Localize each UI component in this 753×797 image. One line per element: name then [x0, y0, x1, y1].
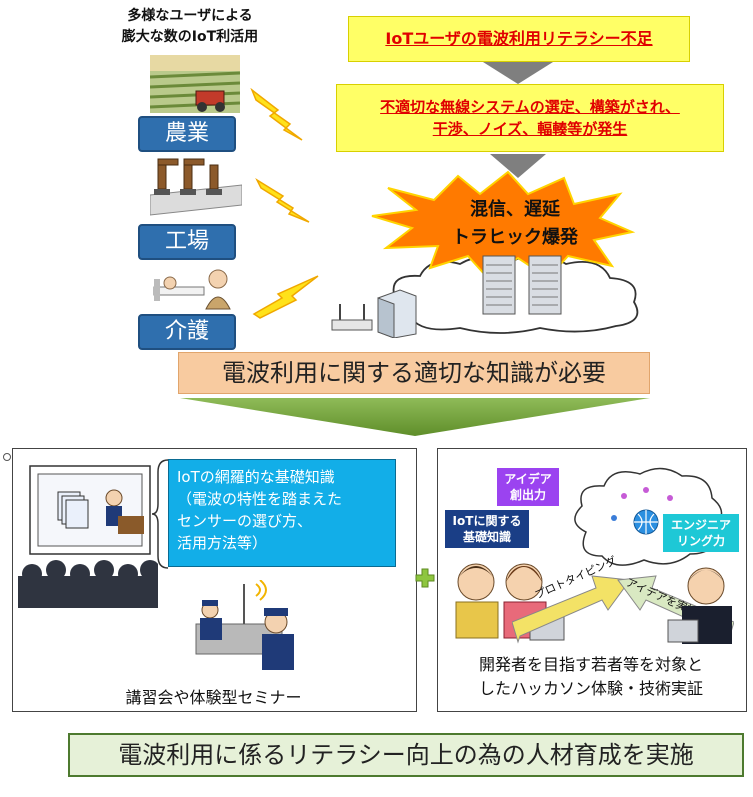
sector-agriculture-label: 農業 — [138, 116, 236, 152]
users-heading: 多様なユーザによる 膨大な数のIoT利活用 — [121, 8, 259, 45]
server-rack-icon — [528, 255, 562, 315]
arrow-down-icon — [180, 398, 650, 436]
sensor-workers-illustration — [195, 580, 294, 670]
agriculture-illustration — [150, 55, 240, 113]
brace-connector — [152, 459, 169, 569]
sector-nursing-label: 介護 — [138, 314, 236, 350]
iot-basic-knowledge-label: IoTに関する 基礎知識 — [445, 510, 529, 548]
iot-knowledge-box: IoTの網羅的な基礎知識 （電波の特性を踏まえた センサーの選び方、 活用方法等… — [168, 459, 396, 567]
lightning-bolt-icon — [250, 88, 303, 141]
nursing-care-illustration — [153, 269, 231, 310]
lightning-bolt-icon — [252, 275, 319, 319]
plus-icon — [415, 568, 435, 588]
arrow-down-icon — [483, 62, 553, 84]
knowledge-needed-banner: 電波利用に関する適切な知識が必要 — [178, 352, 650, 394]
arrow-down-icon — [490, 154, 546, 178]
wireless-router-icon — [331, 304, 373, 331]
engineer-student-illustration — [667, 567, 732, 644]
computer-tower-icon — [377, 289, 417, 338]
engineering-skill-label: エンジニア リング力 — [663, 514, 739, 552]
factory-robot-illustration — [150, 158, 242, 216]
improper-system-box: 不適切な無線システムの選定、構築がされ、 干渉、ノイズ、輻輳等が発生 — [336, 84, 724, 152]
seminar-classroom-illustration — [18, 465, 158, 608]
idea-creation-label: アイデア 創出力 — [497, 468, 559, 506]
server-rack-icon — [482, 255, 516, 315]
lightning-bolt-icon — [255, 178, 310, 223]
training-result-banner: 電波利用に係るリテラシー向上の為の人材育成を実施 — [68, 733, 744, 777]
congestion-text: 混信、遅延 トラヒック爆発 — [452, 199, 578, 248]
seminar-caption: 講習会や体験型セミナー — [125, 688, 302, 707]
hackathon-caption: 開発者を目指す若者等を対象と したハッカソン体験・技術実証 — [478, 655, 703, 698]
bullet-marker — [3, 453, 11, 461]
literacy-shortage-box: IoTユーザの電波利用リテラシー不足 — [348, 16, 690, 62]
sector-factory-label: 工場 — [138, 224, 236, 260]
congestion-burst — [371, 170, 636, 280]
